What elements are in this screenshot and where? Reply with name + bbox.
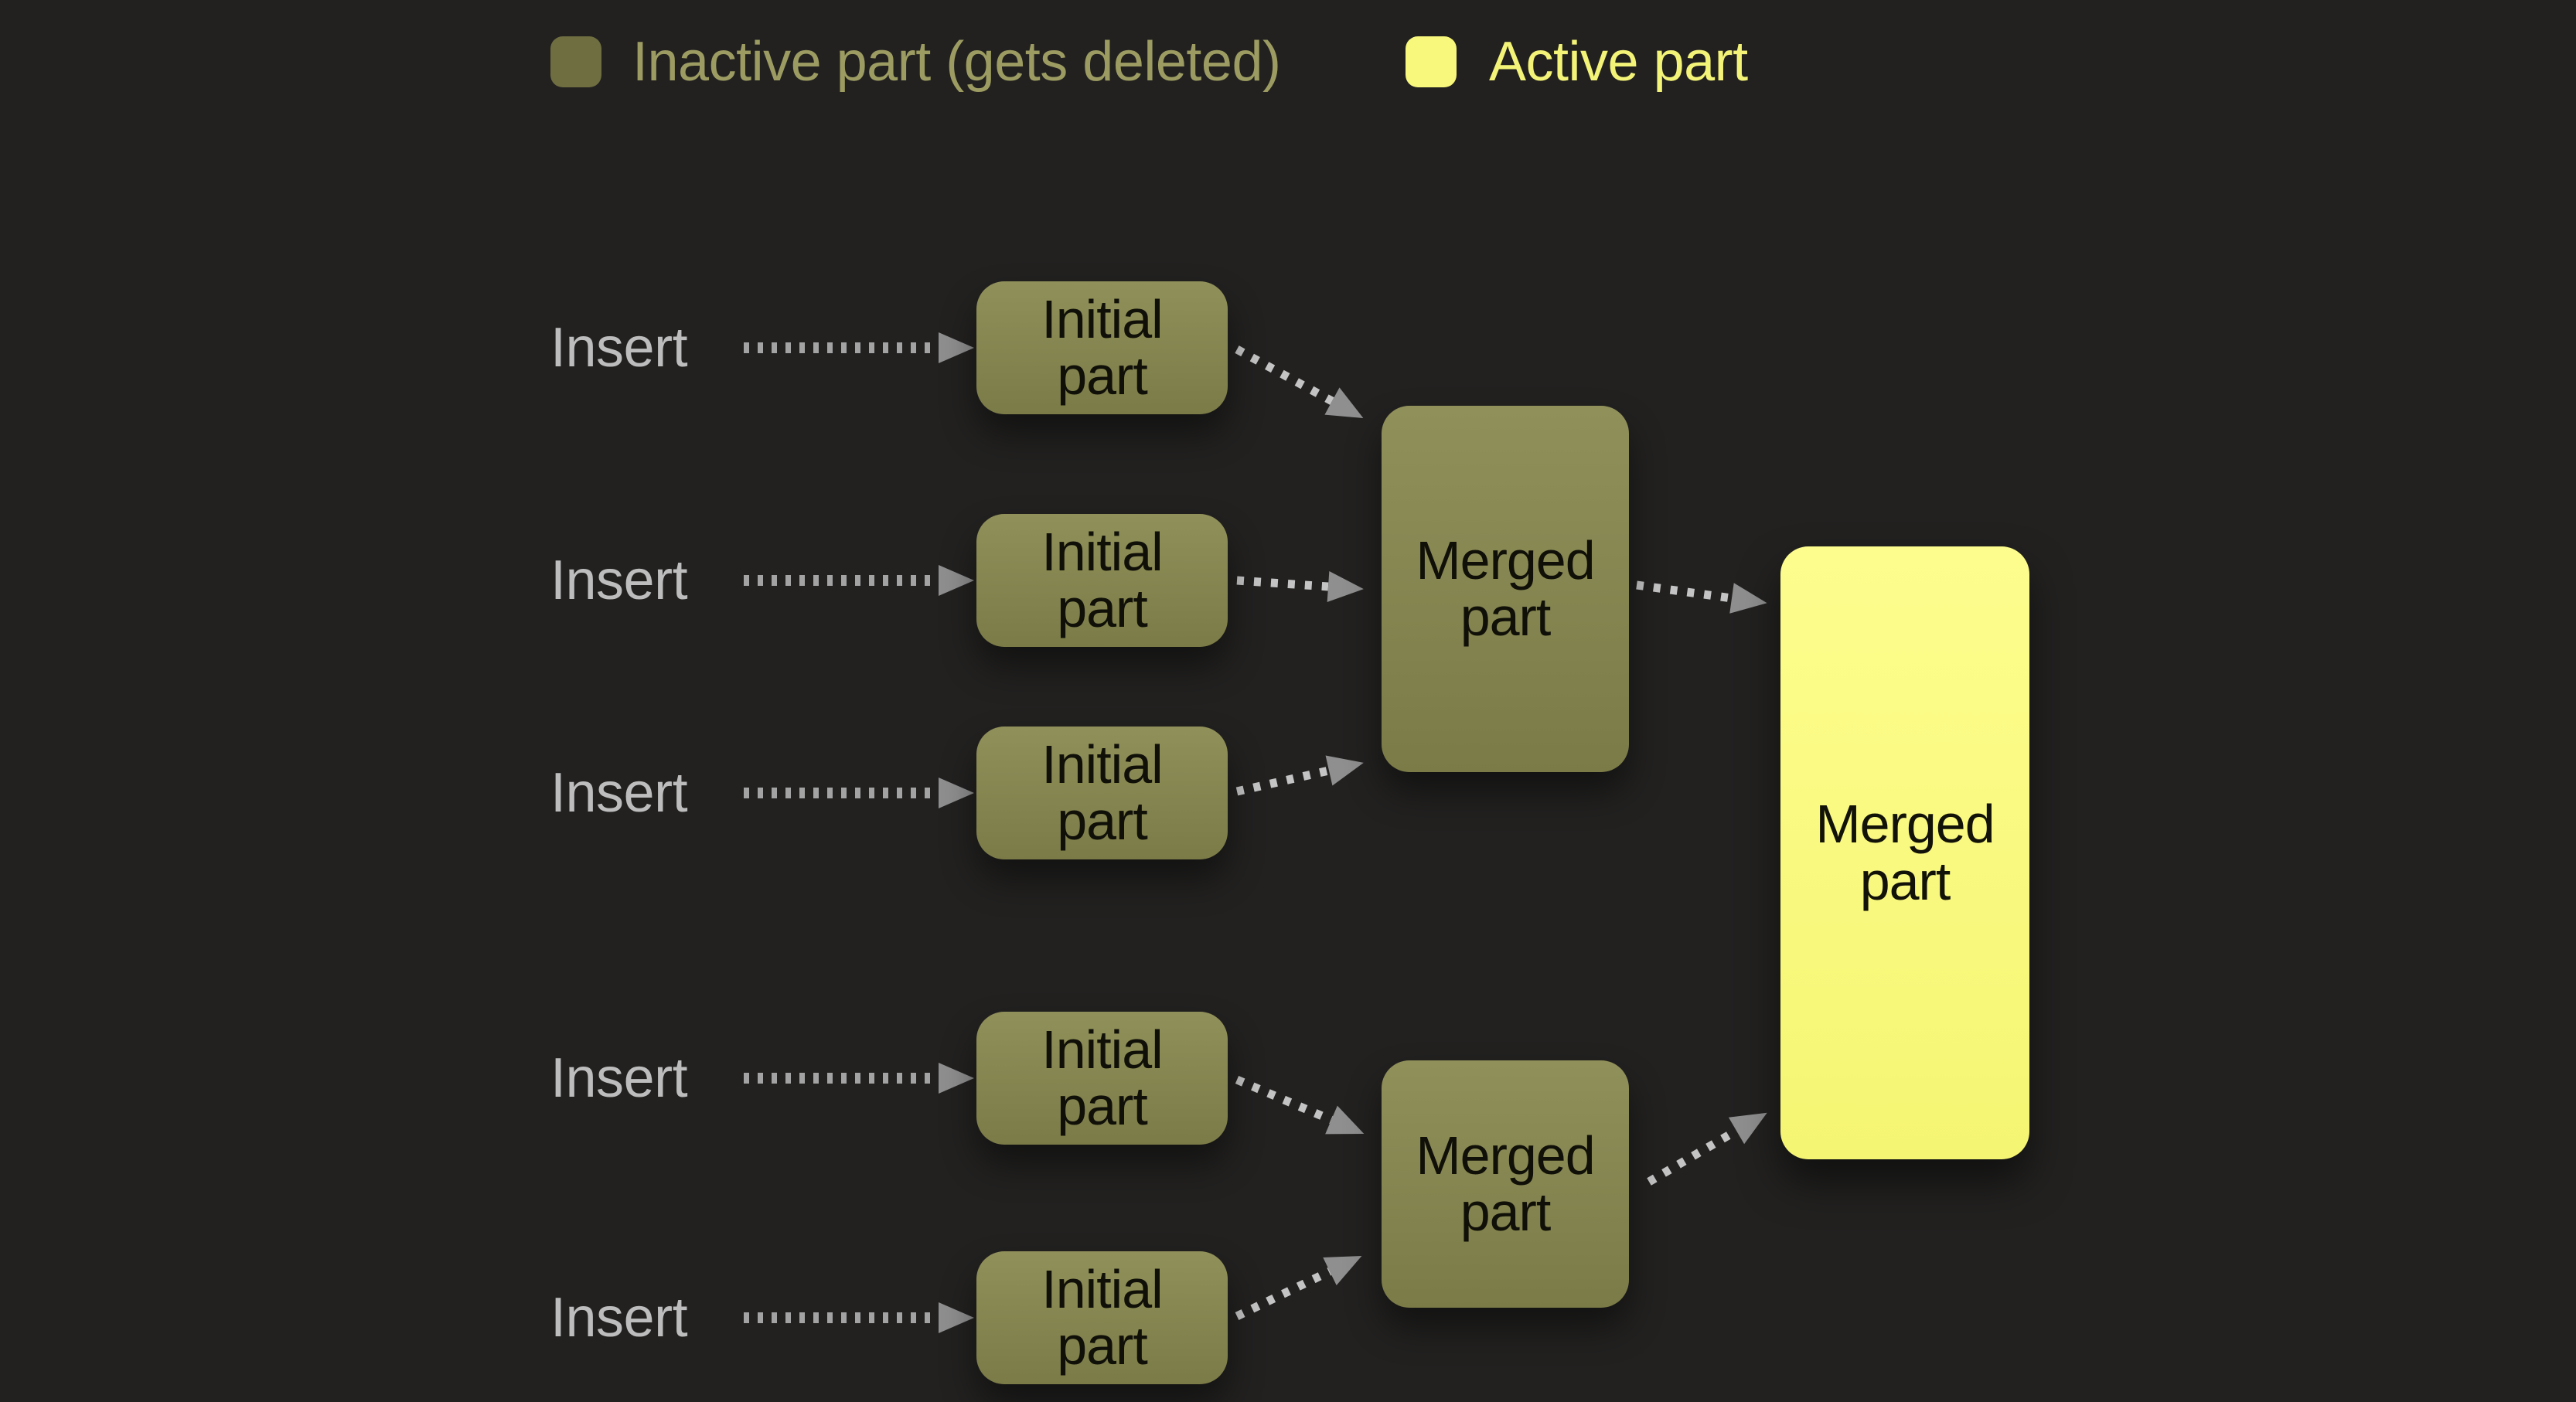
insert-label-2: Insert <box>550 550 688 611</box>
initial-part-box-3: Initial part <box>976 727 1228 859</box>
final-merge-arrow-2 <box>1647 1112 1767 1186</box>
initial-part-label: Initial part <box>1041 521 1163 638</box>
merge-arrow-3 <box>1235 755 1364 796</box>
inactive-part-swatch <box>550 36 601 87</box>
merge-arrow-4 <box>1235 1075 1365 1135</box>
final-merged-part-label: Merged part <box>1815 794 1995 911</box>
merged-part-box-1: Merged part <box>1382 406 1629 772</box>
active-part-swatch <box>1406 36 1457 87</box>
inactive-part-legend-label: Inactive part (gets deleted) <box>632 31 1281 93</box>
final-merge-arrow-1 <box>1636 580 1767 614</box>
initial-part-box-4: Initial part <box>976 1012 1228 1145</box>
initial-part-box-1: Initial part <box>976 281 1228 414</box>
initial-part-label: Initial part <box>1041 1258 1163 1376</box>
merge-arrow-2 <box>1236 571 1364 602</box>
merged-part-box-2: Merged part <box>1382 1060 1629 1308</box>
insert-label-1: Insert <box>550 317 688 379</box>
final-merged-part-box: Merged part <box>1780 546 2029 1159</box>
insert-label-3: Insert <box>550 762 688 824</box>
merge-arrow-1 <box>1235 345 1364 419</box>
merged-part-label: Merged part <box>1416 529 1595 647</box>
initial-part-label: Initial part <box>1041 733 1163 851</box>
insert-label-4: Insert <box>550 1047 688 1109</box>
initial-part-box-5: Initial part <box>976 1251 1228 1384</box>
initial-part-box-2: Initial part <box>976 514 1228 647</box>
merged-part-label: Merged part <box>1416 1125 1595 1242</box>
initial-part-label: Initial part <box>1041 1019 1163 1136</box>
initial-part-label: Initial part <box>1041 288 1163 406</box>
merge-arrow-5 <box>1235 1255 1362 1320</box>
active-part-legend-label: Active part <box>1489 31 1748 93</box>
insert-label-5: Insert <box>550 1287 688 1349</box>
